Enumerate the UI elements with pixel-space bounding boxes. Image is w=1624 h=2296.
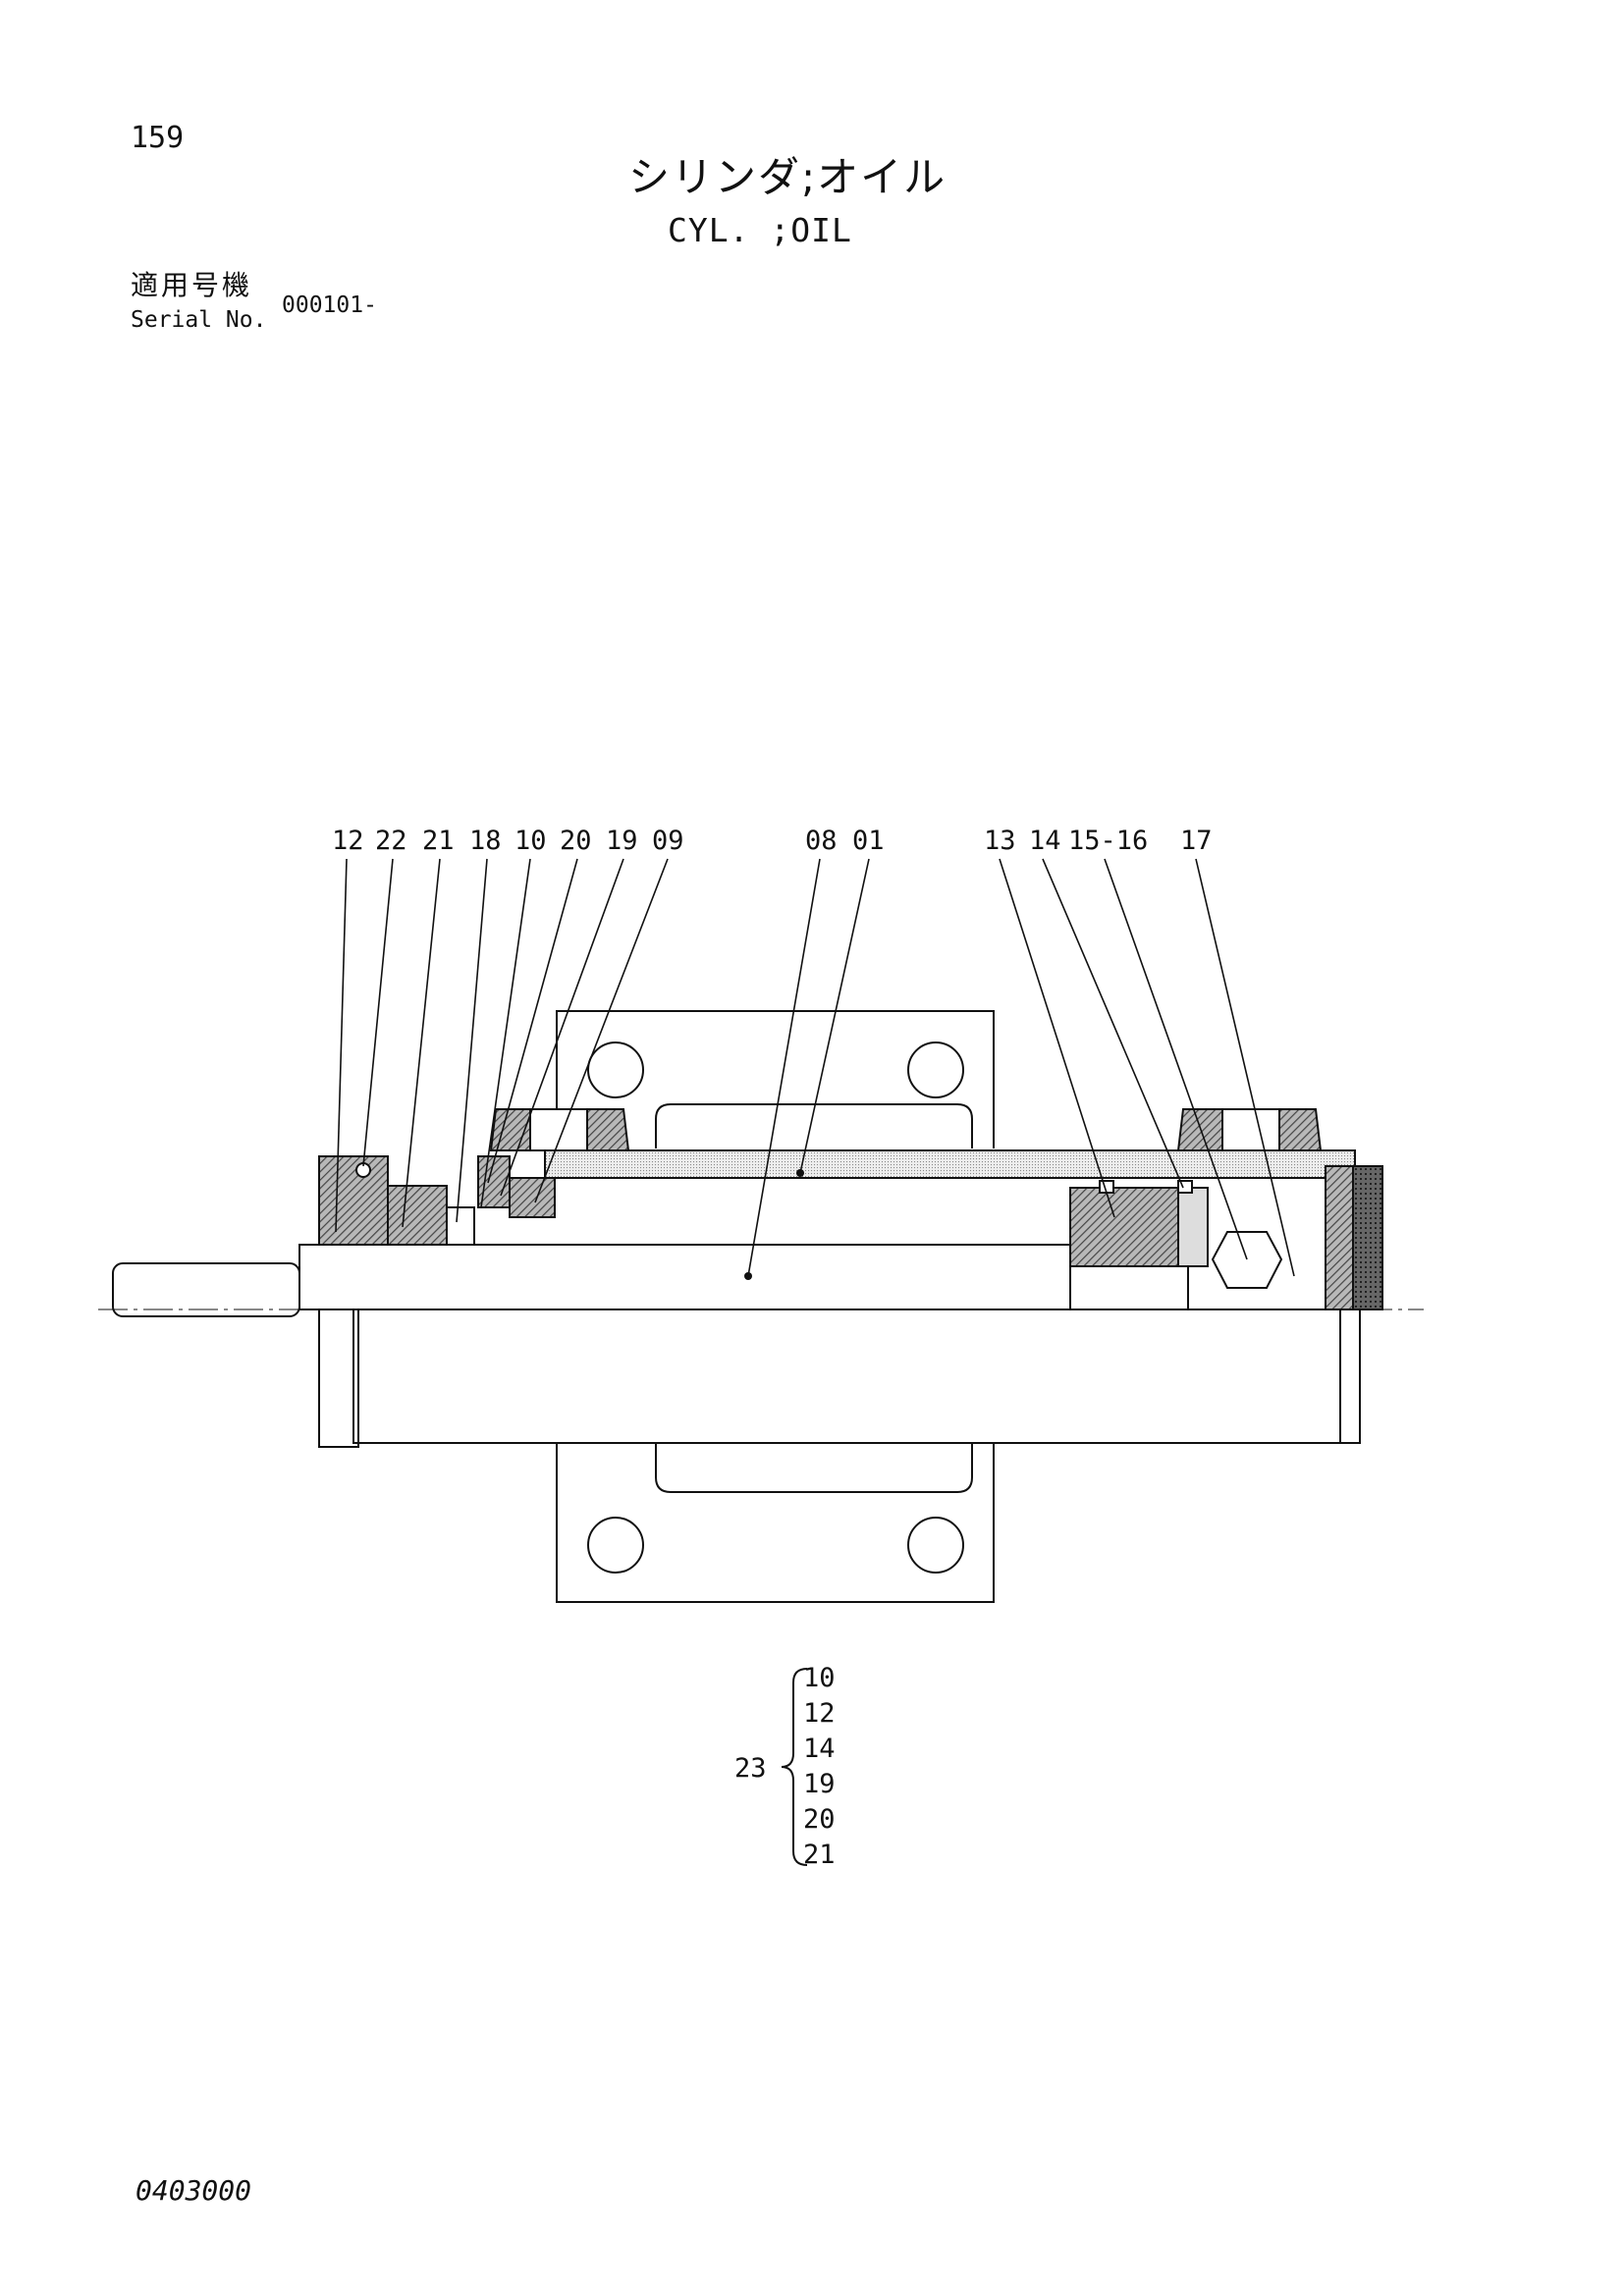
head-grille: [1352, 1165, 1383, 1310]
serial-label-english: Serial No.: [131, 307, 267, 333]
bolt-hole-lower-right: [907, 1517, 964, 1574]
callout-label: 18: [469, 826, 502, 856]
assembly-component: 21: [803, 1840, 836, 1870]
head-cover: [1325, 1165, 1354, 1310]
footer-code: 0403000: [135, 2174, 252, 2207]
assembly-component: 14: [803, 1734, 836, 1764]
mounting-plate-upper: [556, 1010, 995, 1148]
assembly-component: 12: [803, 1698, 836, 1729]
bolt-hole-upper-right: [907, 1041, 964, 1098]
nut-17: [1211, 1231, 1283, 1289]
callout-label: 01: [852, 826, 885, 856]
assembly-group-23: 23 10 12 14 19 20 21: [734, 1663, 836, 1870]
mounting-plate-lower: [556, 1443, 995, 1603]
leader-arrowheads: [744, 1169, 804, 1280]
serial-number-value: 000101-: [282, 293, 377, 318]
serial-label-japanese: 適用号機: [131, 269, 253, 301]
piston-ring-15: [1177, 1187, 1209, 1267]
head-end-cap: [1339, 1308, 1361, 1444]
gland-cap: [318, 1308, 359, 1448]
slot-lower: [655, 1443, 973, 1493]
callout-labels: 12 22 21 18 10 20 19 09 08 01 13 14 15-1…: [332, 826, 1213, 856]
title-english: CYL. ;OIL: [668, 211, 852, 249]
callout-label: 19: [606, 826, 638, 856]
port-left-bore: [529, 1108, 588, 1151]
piston-rod: [298, 1244, 1071, 1310]
callout-label: 17: [1180, 826, 1213, 856]
callout-label: 08: [805, 826, 838, 856]
piston-13: [1069, 1187, 1179, 1267]
cylinder-body-lower: [352, 1308, 1341, 1444]
callout-label: 20: [560, 826, 592, 856]
callout-label: 15-16: [1068, 826, 1148, 856]
title-japanese: シリンダ;オイル: [628, 153, 947, 201]
callout-label: 21: [422, 826, 455, 856]
callout-label: 09: [652, 826, 684, 856]
piston-spacer: [1069, 1265, 1189, 1310]
rod-end-stub: [112, 1262, 300, 1317]
callout-label: 14: [1029, 826, 1061, 856]
callout-label: 12: [332, 826, 364, 856]
assembly-number: 23: [734, 1753, 767, 1784]
assembly-component: 20: [803, 1804, 836, 1835]
bushing-18: [446, 1206, 475, 1246]
bolt-hole-upper-left: [587, 1041, 644, 1098]
assembly-brace: [781, 1668, 808, 1866]
assembly-component: 10: [803, 1663, 836, 1693]
callout-label: 10: [514, 826, 547, 856]
assembly-component: 19: [803, 1769, 836, 1799]
leader-lines: [335, 858, 1295, 1277]
seal-09: [509, 1177, 556, 1218]
page-number: 159: [131, 121, 185, 155]
port-right-bore: [1221, 1108, 1280, 1151]
cylinder-tube-wall: [544, 1149, 1356, 1179]
wiper-20: [477, 1155, 511, 1208]
bolt-hole-lower-left: [587, 1517, 644, 1574]
slot-upper: [655, 1103, 973, 1148]
callout-label: 13: [984, 826, 1016, 856]
callout-label: 22: [375, 826, 407, 856]
rod-gland: [318, 1155, 389, 1246]
seal-21: [387, 1185, 448, 1246]
